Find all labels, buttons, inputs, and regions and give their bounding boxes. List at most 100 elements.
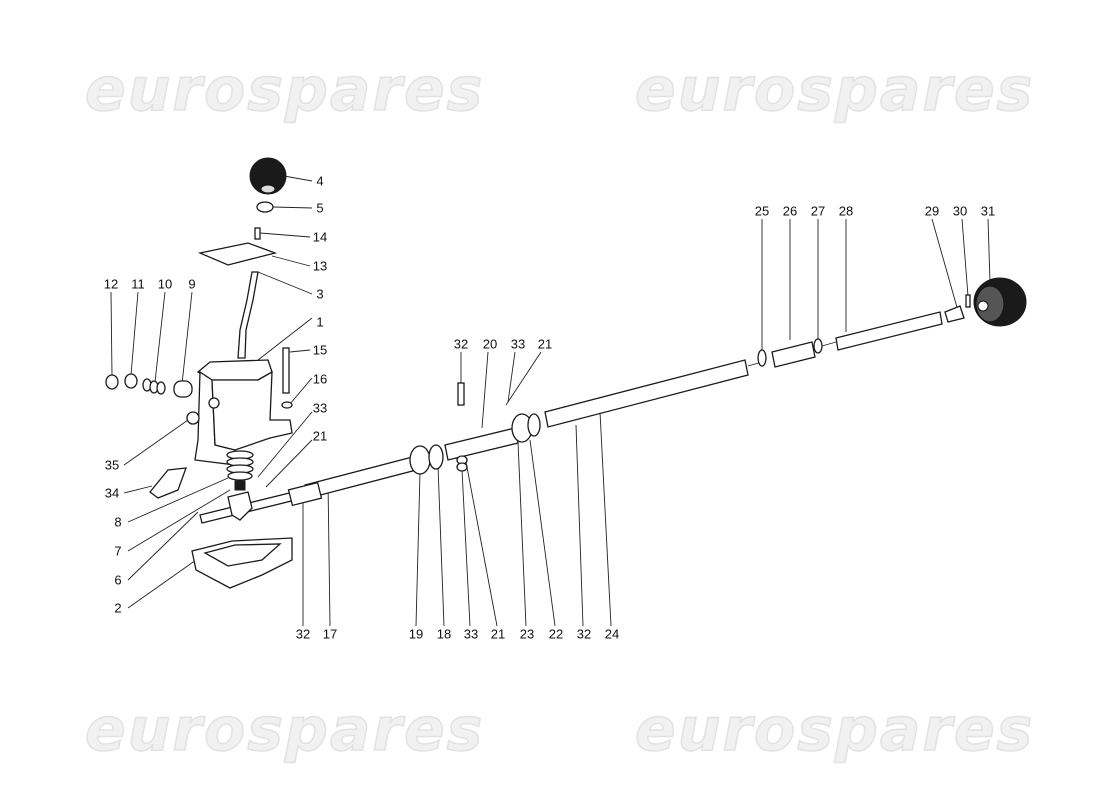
- leader-line: [599, 411, 612, 627]
- leader-line: [461, 469, 471, 627]
- callout-label-nut[interactable]: 27: [810, 203, 826, 219]
- leader-line: [110, 291, 113, 377]
- leader-line: [127, 559, 197, 609]
- callout-label-lower-cover[interactable]: 2: [114, 600, 122, 616]
- leader-line: [265, 439, 313, 488]
- gear-lever-part: [237, 271, 259, 359]
- leader-line: [961, 218, 969, 297]
- rear-shaft-part: [544, 294, 971, 428]
- callout-label-washer[interactable]: 21: [312, 428, 328, 444]
- leader-line: [517, 441, 527, 627]
- leader-line: [289, 377, 313, 405]
- leader-line: [987, 218, 991, 283]
- callout-label-gear-lever[interactable]: 3: [316, 286, 324, 302]
- callout-label-spring[interactable]: 8: [114, 514, 122, 530]
- callout-label-joint[interactable]: 20: [482, 336, 498, 352]
- leader-line: [437, 465, 445, 627]
- leader-line: [181, 291, 193, 385]
- watermark-layer: eurospares eurospares eurospares eurospa…: [84, 54, 1034, 766]
- washer-part: [281, 401, 293, 409]
- callout-label-seal[interactable]: 35: [104, 457, 120, 473]
- leader-line: [507, 351, 516, 403]
- callout-label-gear-knob[interactable]: 4: [316, 173, 324, 189]
- leader-line: [931, 218, 961, 319]
- callout-label-fork[interactable]: 29: [924, 203, 940, 219]
- leader-line: [465, 461, 498, 627]
- leader-line: [130, 291, 139, 376]
- seal-part: [186, 411, 200, 425]
- leader-line: [481, 351, 489, 429]
- leader-lines: [110, 175, 991, 627]
- leader-line: [529, 439, 556, 627]
- callout-label-nut[interactable]: 25: [754, 203, 770, 219]
- gate-plate-part: [197, 242, 278, 266]
- callout-label-coupling[interactable]: 26: [782, 203, 798, 219]
- callout-label-spring[interactable]: 10: [157, 276, 173, 292]
- leader-line: [257, 271, 313, 295]
- watermark: eurospares: [85, 55, 484, 125]
- leader-line: [127, 511, 199, 581]
- callout-label-nut[interactable]: 33: [463, 626, 479, 642]
- selector-fork-part: [227, 491, 253, 521]
- knob-nut-part: [256, 201, 274, 213]
- leader-line: [415, 471, 421, 627]
- circlip-part: [105, 374, 119, 390]
- watermark: eurospares: [85, 695, 484, 765]
- callout-label-lever-housing[interactable]: 1: [316, 314, 324, 330]
- leader-line: [127, 477, 229, 523]
- callout-label-shaft[interactable]: 6: [114, 572, 122, 588]
- callout-label-support[interactable]: 19: [408, 626, 424, 642]
- callout-label-bolt[interactable]: 32: [576, 626, 592, 642]
- callout-label-bearing[interactable]: 18: [436, 626, 452, 642]
- lever-housing-part: [194, 359, 293, 466]
- watermark: eurospares: [635, 695, 1034, 765]
- callout-label-rubber-boot[interactable]: 31: [980, 203, 996, 219]
- callout-label-washer[interactable]: 16: [312, 371, 328, 387]
- leader-line: [505, 351, 542, 406]
- front-shaft-part: [287, 444, 444, 507]
- callout-label-bearing[interactable]: 22: [548, 626, 564, 642]
- switch-part: [149, 467, 187, 499]
- rubber-boot-part: [973, 277, 1027, 327]
- callout-label-support[interactable]: 23: [519, 626, 535, 642]
- leader-line: [272, 206, 313, 209]
- ring-part: [124, 373, 138, 389]
- callout-label-pin[interactable]: 30: [952, 203, 968, 219]
- leader-line: [271, 255, 311, 267]
- leader-line: [283, 175, 313, 182]
- callout-label-housing-bolt[interactable]: 15: [312, 342, 328, 358]
- leader-line: [327, 480, 331, 627]
- callout-label-washer[interactable]: 21: [537, 336, 553, 352]
- callout-label-knob-nut[interactable]: 5: [316, 200, 324, 216]
- lower-cover-part: [191, 537, 293, 589]
- leader-line: [127, 489, 231, 552]
- gear-knob-part: [249, 157, 287, 195]
- screw-part: [254, 227, 261, 240]
- callout-label-plate-screw[interactable]: 14: [312, 229, 328, 245]
- leader-line: [257, 411, 313, 478]
- callout-label-nut[interactable]: 33: [312, 400, 328, 416]
- callout-label-gate-plate[interactable]: 13: [312, 258, 328, 274]
- callout-label-front-shaft[interactable]: 17: [322, 626, 338, 642]
- callout-label-bush[interactable]: 9: [188, 276, 196, 292]
- callout-label-rod[interactable]: 28: [838, 203, 854, 219]
- lower-spring-part: [226, 450, 254, 491]
- callout-label-nut[interactable]: 33: [510, 336, 526, 352]
- leader-line: [123, 419, 189, 466]
- leader-line: [123, 485, 153, 494]
- callout-label-circlip[interactable]: 12: [103, 276, 119, 292]
- callout-label-bolt[interactable]: 32: [453, 336, 469, 352]
- leader-line: [257, 317, 313, 361]
- bolt-part: [282, 347, 290, 394]
- callout-label-rear-shaft[interactable]: 24: [604, 626, 620, 642]
- callout-label-washer[interactable]: 21: [490, 626, 506, 642]
- leader-line: [289, 349, 311, 353]
- callout-label-bush[interactable]: 7: [114, 543, 122, 559]
- bush-part: [173, 380, 193, 398]
- callout-label-ring[interactable]: 11: [131, 276, 145, 292]
- callout-label-switch[interactable]: 34: [104, 485, 120, 501]
- callout-label-bolt[interactable]: 32: [295, 626, 311, 642]
- middle-joint-part: [444, 382, 541, 472]
